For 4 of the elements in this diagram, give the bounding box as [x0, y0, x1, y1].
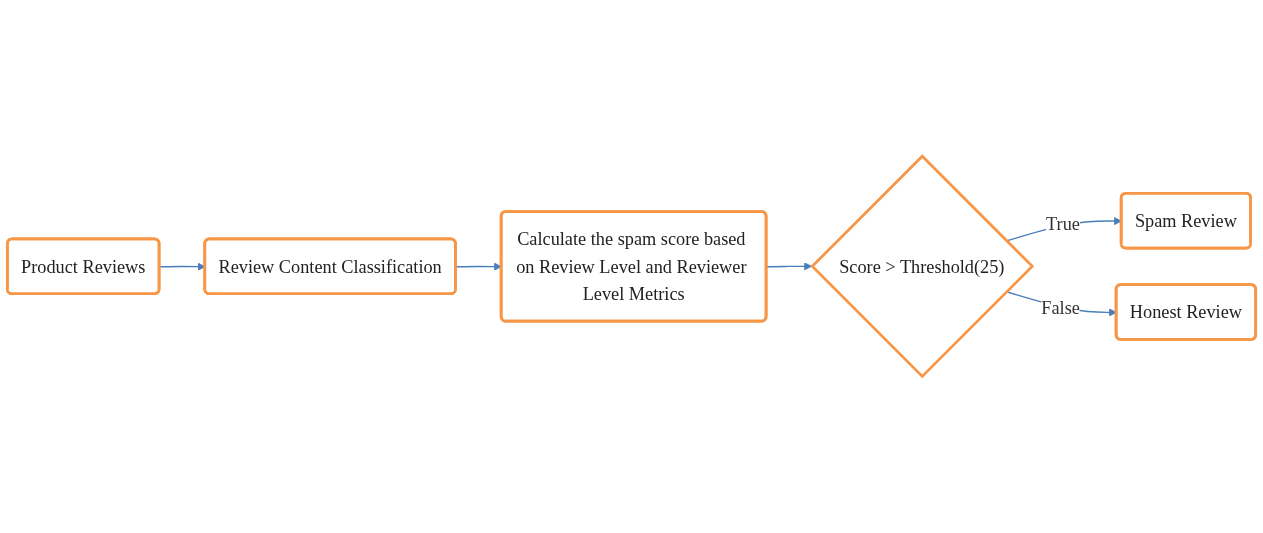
- node-diamond: Score > Threshold(25): [810, 154, 1035, 379]
- edge-label: True: [1046, 214, 1080, 235]
- edge-label: False: [1041, 298, 1080, 319]
- arrow: [455, 262, 502, 271]
